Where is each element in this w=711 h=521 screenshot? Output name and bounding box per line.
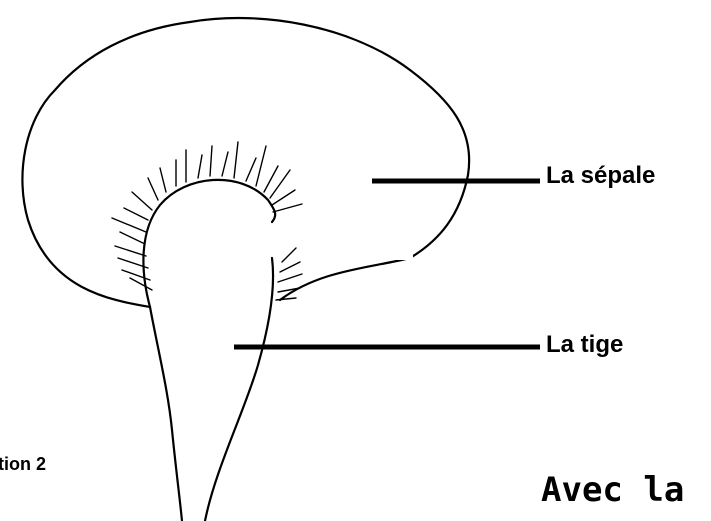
sepal-gap	[268, 205, 413, 260]
sepal-inner-edge	[278, 256, 412, 302]
receptacle-hairs	[111, 141, 303, 301]
stem-right	[203, 256, 275, 521]
sepal-outline	[21, 17, 471, 309]
receptacle-arch	[142, 178, 277, 309]
label-tige: La tige	[546, 331, 624, 358]
caption-right: Avec la	[541, 470, 685, 510]
label-sepale: La sépale	[546, 162, 656, 189]
caption-left: tion 2	[0, 454, 46, 474]
stem-left	[148, 305, 184, 521]
